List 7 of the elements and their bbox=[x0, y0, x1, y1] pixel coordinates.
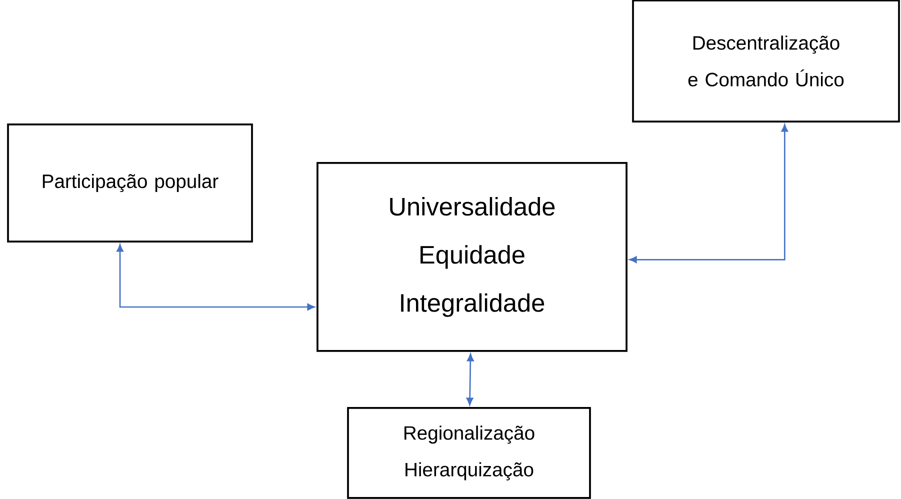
text-box: Descentralização e Comando Único bbox=[632, 0, 900, 122]
arrow bbox=[629, 124, 788, 264]
arrow bbox=[466, 354, 474, 406]
arrow bbox=[116, 244, 315, 310]
text-box: Regionalização Hierarquização bbox=[347, 407, 591, 499]
text-box: Participação popular bbox=[7, 124, 253, 242]
text-box: Universalidade Equidade Integralidade bbox=[316, 162, 628, 352]
